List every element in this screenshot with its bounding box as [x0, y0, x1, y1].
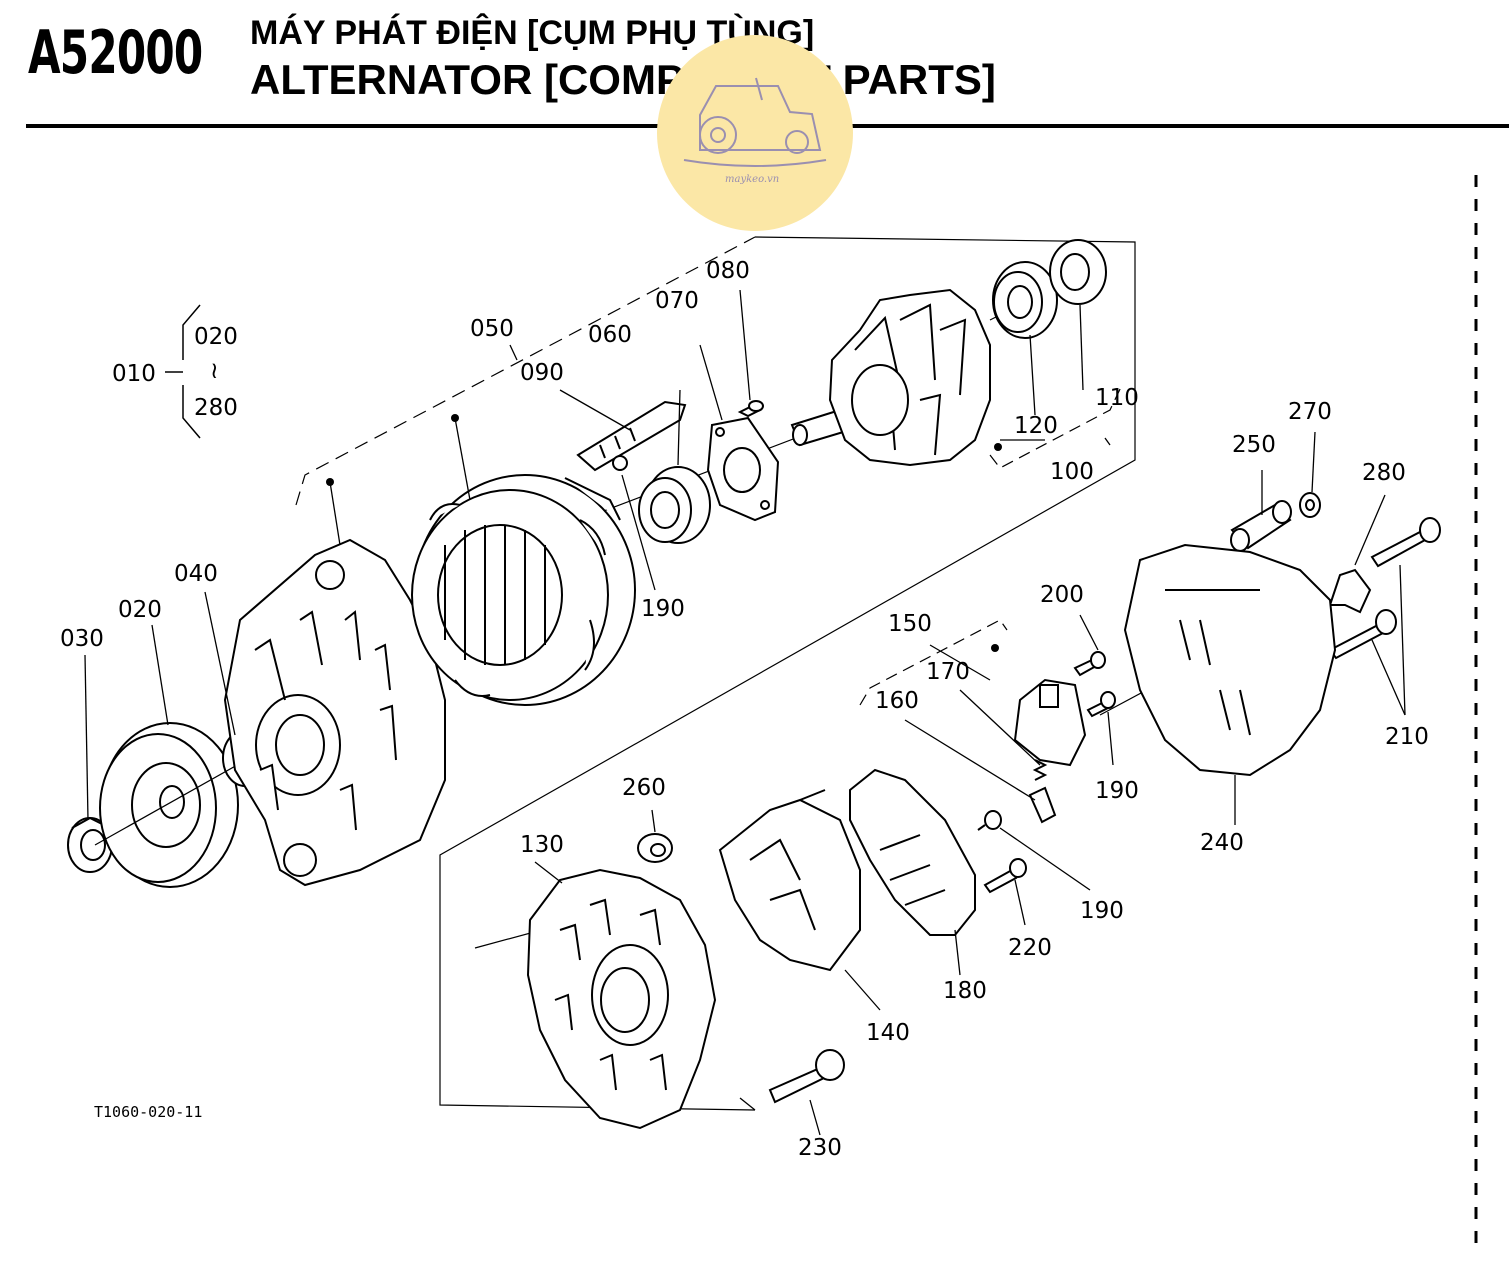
group-brace [165, 304, 201, 439]
label-160: 160 [875, 688, 919, 714]
part-080-screw [737, 400, 764, 418]
part-130-rear-housing [526, 868, 717, 1130]
part-220-screw [983, 858, 1027, 894]
part-140-rectifier [718, 789, 861, 972]
part-230-bolt [768, 1049, 845, 1104]
part-190-screw-a [1086, 691, 1116, 718]
title-english: ALTERNATOR [COMPONENT PARTS] [250, 56, 996, 103]
label-180: 180 [943, 978, 987, 1004]
label-140: 140 [866, 1020, 910, 1046]
part-150-brush-holder [1013, 678, 1087, 767]
label-group-from: 020 [194, 324, 238, 350]
part-070-retainer-plate [706, 416, 780, 522]
part-280-clip [1328, 568, 1372, 614]
part-090-terminal-bolt [576, 400, 687, 472]
label-080: 080 [706, 258, 750, 284]
part-200-screw [1073, 651, 1106, 677]
part-100-rotor [790, 288, 991, 467]
label-090: 090 [520, 360, 564, 386]
brush-subgroup-frame [859, 619, 1008, 706]
label-260: 260 [622, 775, 666, 801]
label-040: 040 [174, 561, 218, 587]
part-260-bushing [637, 833, 673, 863]
label-220: 220 [1008, 935, 1052, 961]
label-050: 050 [470, 316, 514, 342]
part-240-rear-cover [1123, 543, 1337, 777]
part-drive-end-frame [223, 538, 446, 887]
part-180-regulator [849, 768, 976, 936]
label-150: 150 [888, 611, 932, 637]
part-020-pulley [99, 722, 239, 888]
part-160-brush [1028, 786, 1057, 824]
label-130: 130 [520, 832, 564, 858]
part-110-cover [1049, 239, 1107, 305]
label-110: 110 [1095, 385, 1139, 411]
part-170-spring [1032, 759, 1048, 781]
label-120: 120 [1014, 413, 1058, 439]
label-060: 060 [588, 322, 632, 348]
label-170: 170 [926, 659, 970, 685]
label-group-to: 280 [194, 395, 238, 421]
label-020: 020 [118, 597, 162, 623]
subassembly-dots [326, 414, 1002, 652]
section-code: A52000 [28, 18, 203, 88]
label-230: 230 [798, 1135, 842, 1161]
label-group: 010 [112, 361, 156, 387]
part-060-bearing [638, 466, 711, 544]
label-240: 240 [1200, 830, 1244, 856]
part-190-screw-c [977, 810, 1002, 831]
label-280: 280 [1362, 460, 1406, 486]
watermark-text: maykeo.vn [725, 174, 779, 185]
label-190-brush: 190 [1095, 778, 1139, 804]
drawing-code: T1060-020-11 [94, 1103, 203, 1121]
label-270: 270 [1288, 399, 1332, 425]
label-210: 210 [1385, 724, 1429, 750]
tractor-icon [683, 77, 827, 167]
watermark: maykeo.vn [657, 35, 853, 231]
leader-lines [84, 289, 1406, 1136]
label-group-tilde: ≀ [210, 358, 219, 384]
label-200: 200 [1040, 582, 1084, 608]
label-100: 100 [1050, 459, 1094, 485]
rotor-subgroup-frame [989, 384, 1123, 469]
part-250-sleeve [1230, 500, 1292, 552]
part-number-labels: 010 020 ≀ 280 030 020 040 050 090 060 07… [60, 258, 1429, 1161]
label-190-lower: 190 [1080, 898, 1124, 924]
label-190-upper: 190 [641, 596, 685, 622]
part-270-washer [1299, 492, 1321, 518]
watermark-disc [657, 35, 853, 231]
label-070: 070 [655, 288, 699, 314]
part-050-stator [411, 474, 636, 706]
label-250: 250 [1232, 432, 1276, 458]
label-030: 030 [60, 626, 104, 652]
part-120-bearing [992, 261, 1058, 339]
